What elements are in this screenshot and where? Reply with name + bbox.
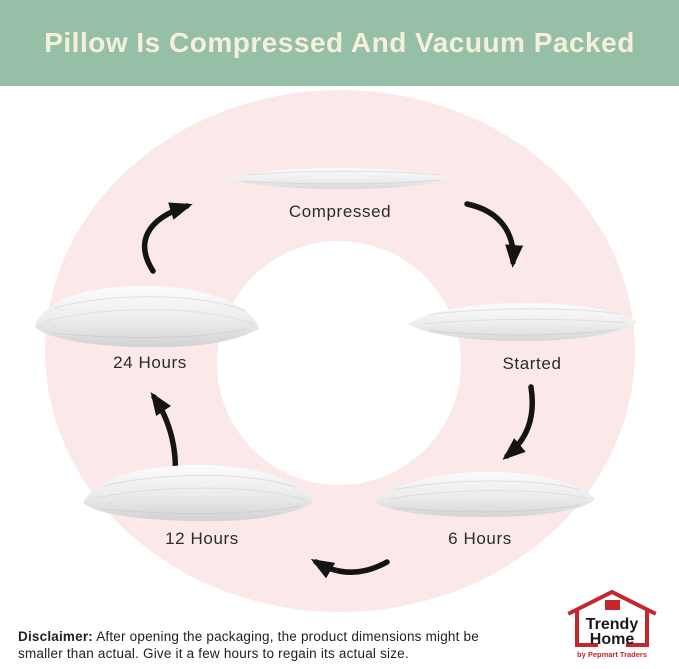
cycle-ring-hole [217,241,461,485]
disclaimer-label: Disclaimer: [18,629,93,644]
stage-label-6-hours: 6 Hours [448,529,512,548]
pillow-compressed-image [226,168,454,189]
logo-left-wall-icon [575,611,598,647]
logo-chimney-icon [605,600,620,610]
logo-brand-line2: Home [590,631,635,648]
pillow-24-hours-image [35,286,259,348]
disclaimer-text: Disclaimer: After opening the packaging,… [18,628,496,663]
pillow-12-hours-image [83,465,313,522]
logo-right-wall-icon [626,611,649,647]
pillow-started-image [408,303,637,341]
stage-label-24-hours: 24 Hours [113,353,187,372]
logo-brand-line1: Trendy [586,616,639,633]
stage-label-started: Started [502,354,562,373]
pillow-6-hours-image [375,472,595,517]
stage-label-compressed: Compressed [288,202,392,221]
header-banner: Pillow Is Compressed And Vacuum Packed [0,0,679,86]
page-title: Pillow Is Compressed And Vacuum Packed [44,27,635,58]
logo-tagline: by Pepmart Traders [577,650,647,659]
stage-label-12-hours: 12 Hours [165,529,239,548]
trendy-home-logo: Trendy Home by Pepmart Traders [567,589,657,659]
logo-roof-icon [567,589,657,616]
disclaimer-body: After opening the packaging, the product… [18,629,479,662]
